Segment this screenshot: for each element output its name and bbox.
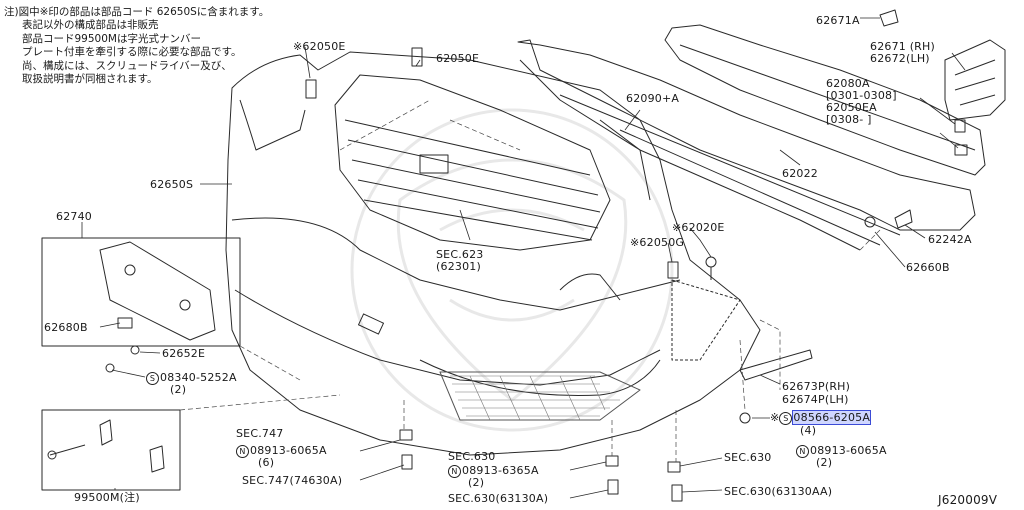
part-label-62050EA-range: [0308- ]: [826, 113, 872, 126]
part-label-62090A[interactable]: 62090+A: [626, 92, 680, 105]
part-label-99500M[interactable]: 99500M(注): [74, 491, 140, 504]
part-number-08913-6065A-right: 08913-6065A: [810, 444, 887, 457]
section-label-630-mid[interactable]: SEC.630: [448, 450, 496, 463]
part-label-62050G[interactable]: ※62050G: [630, 236, 685, 249]
s-circle-icon: S: [779, 412, 793, 425]
lower-grille-mesh: [450, 375, 620, 421]
part-label-62672[interactable]: 62672(LH): [870, 52, 930, 65]
part-label-62673P[interactable]: 62673P(RH): [782, 380, 851, 393]
upper-grille: [334, 74, 611, 251]
section-label-623-sub: (62301): [436, 260, 481, 273]
section-label-747[interactable]: SEC.747: [236, 427, 284, 440]
part-number-08340: 08340-5252A: [160, 371, 237, 384]
side-bracket-62671: [944, 39, 1006, 121]
note-line-5: 尚、構成には、スクリュードライバー及び、: [22, 59, 232, 72]
diagram-id: J620009V: [938, 493, 998, 507]
part-label-62680B[interactable]: 62680B: [44, 321, 88, 334]
part-label-62050E-starred[interactable]: ※62050E: [293, 40, 346, 53]
bumper-fascia: [225, 51, 761, 456]
part-label-62242A[interactable]: 62242A: [928, 233, 972, 246]
part-label-62020E[interactable]: ※62020E: [672, 221, 725, 234]
license-plate-bracket: [41, 237, 241, 347]
part-label-62660B[interactable]: 62660B: [906, 261, 950, 274]
qty-08340: (2): [170, 383, 187, 396]
energy-absorber: [664, 24, 986, 176]
n-circle-icon: N: [796, 445, 809, 458]
part-label-62650S[interactable]: 62650S: [150, 178, 194, 191]
part-label-62050EA[interactable]: 62050EA: [826, 101, 877, 114]
part-label-62674P[interactable]: 62674P(LH): [782, 393, 849, 406]
part-label-62671[interactable]: 62671 (RH): [870, 40, 935, 53]
section-label-630-63130AA[interactable]: SEC.630(63130AA): [724, 485, 833, 498]
qty-08913-6365A: (2): [468, 476, 485, 489]
note-line-2: 表記以外の構成部品は非販売: [22, 19, 159, 32]
part-label-62671A[interactable]: 62671A: [816, 14, 860, 27]
dashed-assembly-lines: [179, 99, 881, 462]
qty-08913-6065A-left: (6): [258, 456, 275, 469]
section-label-623[interactable]: SEC.623: [436, 248, 484, 261]
note-line-6: 取扱説明書が同梱されます。: [22, 73, 158, 86]
part-label-62652E[interactable]: 62652E: [162, 347, 206, 360]
section-label-747-74630A[interactable]: SEC.747(74630A): [242, 474, 343, 487]
note-line-3: 部品コード99500Mは字光式ナンバー: [22, 32, 201, 45]
reinforcement-beam: [517, 39, 976, 251]
part-number-08913-6365A: 08913-6365A: [462, 464, 539, 477]
part-label-62080A[interactable]: 62080A: [826, 77, 870, 90]
part-label-62080A-range: [0301-0308]: [826, 89, 897, 102]
license-light-kit-box: [41, 409, 181, 491]
section-label-630-right[interactable]: SEC.630: [724, 451, 772, 464]
s-circle-icon: S: [146, 372, 159, 385]
section-label-630-63130A[interactable]: SEC.630(63130A): [448, 492, 549, 505]
qty-08566: (4): [800, 424, 817, 437]
part-label-62740[interactable]: 62740: [56, 210, 92, 223]
note-line-1: 注)図中※印の部品は部品コード 62650Sに含まれます。: [4, 6, 270, 18]
side-retainer-62673p: [671, 279, 813, 381]
note-line-4: プレート付車を牽引する際に必要な部品です。: [22, 46, 242, 59]
n-circle-icon: N: [236, 445, 249, 458]
footnote-block: 注)図中※印の部品は部品コード 62650Sに含まれます。 表記以外の構成部品は…: [4, 6, 269, 86]
part-number-08566-highlighted: 08566-6205A: [792, 410, 872, 425]
n-circle-icon: N: [448, 465, 461, 478]
part-label-62050E[interactable]: 62050E: [436, 52, 480, 65]
fasteners: [105, 9, 968, 502]
star-mark: ※: [770, 411, 780, 424]
part-number-08913-6065A-left: 08913-6065A: [250, 444, 327, 457]
qty-08913-6065A-right: (2): [816, 456, 833, 469]
part-label-62022[interactable]: 62022: [782, 167, 818, 180]
leader-lines: [81, 17, 966, 499]
